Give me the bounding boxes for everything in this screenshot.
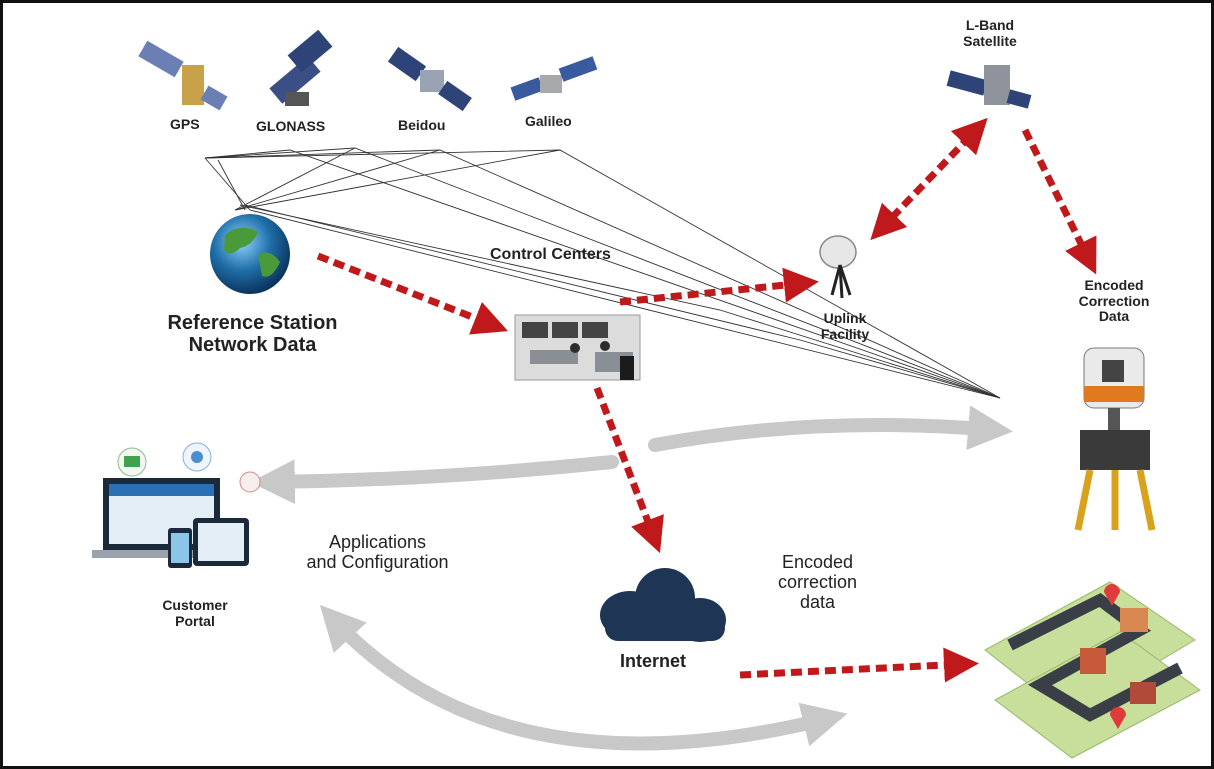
beidou-label: Beidou — [398, 117, 446, 133]
arrow-control-to-rover — [648, 405, 1013, 452]
uplink-facility-label: Uplink Facility — [820, 310, 870, 342]
control-room-icon — [514, 314, 641, 381]
globe-icon — [210, 214, 290, 294]
reference-station-label: Reference Station Network Data — [167, 312, 338, 357]
customer-portal-label: Customer Portal — [162, 597, 228, 629]
satellite-icon — [269, 29, 333, 106]
galileo-label: Galileo — [525, 113, 572, 129]
encoded-correction-map-label: Encoded correction data — [777, 552, 858, 613]
laptop-tablet-phone-icon — [92, 442, 261, 568]
arrow-uplink-satellite — [870, 117, 988, 241]
glonass-label: GLONASS — [256, 118, 326, 134]
arrow-control-to-internet — [593, 386, 664, 554]
arrow-portal-to-map — [319, 604, 848, 751]
arrow-internet-to-map — [739, 647, 979, 683]
arrow-satellite-to-rover — [1021, 128, 1097, 275]
gps-label: GPS — [170, 116, 200, 132]
cloud-icon — [600, 568, 726, 642]
satellite-icon — [387, 46, 472, 112]
arrow-control-to-portal — [250, 455, 619, 505]
applications-label: Applications and Configuration — [306, 532, 449, 573]
arrow-reference-to-control — [316, 252, 509, 335]
city-map-icon — [984, 581, 1201, 759]
internet-label: Internet — [620, 651, 687, 671]
encoded-correction-rover-label: Encoded Correction Data — [1078, 277, 1150, 325]
satellite-icon — [946, 65, 1032, 109]
arrow-control-to-uplink — [619, 267, 819, 306]
satellite-dish-icon — [819, 235, 857, 299]
grey-flow-arrows — [250, 405, 1013, 751]
red-flow-arrows — [316, 117, 1097, 683]
lband-satellite-label: L-Band Satellite — [963, 17, 1017, 49]
control-centers-label: Control Centers — [490, 246, 611, 263]
satellite-icon — [138, 40, 228, 111]
gnss-receiver-icon — [1074, 347, 1156, 531]
satellite-signal-lines — [204, 147, 1001, 399]
satellite-icon — [510, 56, 598, 101]
